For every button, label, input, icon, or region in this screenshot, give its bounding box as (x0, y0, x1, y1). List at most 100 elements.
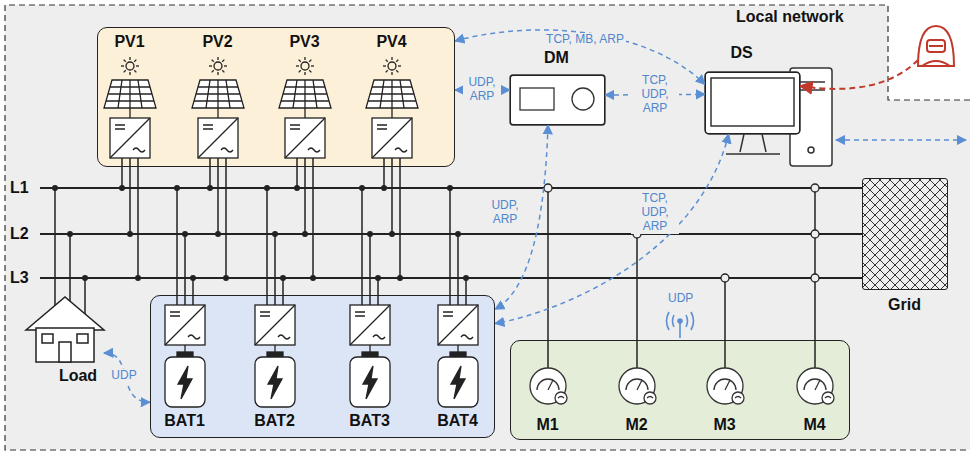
junction-dot (367, 231, 373, 237)
junction-dot (135, 275, 141, 281)
circle-stroke (214, 62, 222, 70)
line-stroke (165, 305, 205, 345)
current-sensor (811, 230, 819, 238)
junction-dot (264, 185, 270, 191)
meter-icon (707, 368, 744, 404)
junction-dot (82, 275, 88, 281)
rect-stroke (285, 118, 325, 158)
line-stroke (212, 70, 214, 72)
grid-hatch (862, 178, 948, 290)
line-stroke (396, 70, 398, 72)
line-stroke (222, 70, 224, 72)
path-stroke (443, 312, 473, 339)
bus-label: L3 (10, 269, 29, 287)
line-stroke (304, 158, 306, 234)
line-stroke (725, 380, 730, 390)
polygon-stroke (366, 80, 418, 108)
junction-dot (310, 275, 316, 281)
network-region (5, 5, 970, 450)
rect-stroke (450, 352, 466, 357)
path-stroke (115, 125, 145, 152)
line-stroke (377, 278, 379, 305)
line-stroke (350, 305, 390, 345)
node-label: Grid (888, 296, 921, 314)
line-stroke (391, 57, 392, 60)
path-stroke (626, 379, 648, 390)
path-stroke (178, 366, 192, 399)
path-stroke (377, 125, 407, 152)
rect-stroke (372, 118, 412, 158)
junction-dot (463, 275, 469, 281)
line-stroke (184, 345, 185, 352)
line-stroke (217, 72, 218, 75)
line-stroke (224, 65, 227, 66)
current-sensor (811, 184, 819, 192)
path-stroke (735, 397, 741, 399)
node-label: BAT1 (164, 412, 205, 430)
protocol-link (104, 353, 150, 402)
circle-stroke (388, 62, 396, 70)
junction-dot (223, 275, 229, 281)
path-stroke (268, 366, 282, 399)
junction-dot (302, 231, 308, 237)
line-stroke (449, 188, 451, 305)
bus-label: L1 (10, 179, 29, 197)
line-stroke (110, 118, 150, 158)
line-stroke (815, 380, 820, 390)
line-stroke (212, 60, 214, 62)
line-stroke (293, 80, 297, 108)
pv-unit (104, 57, 156, 158)
line-stroke (369, 234, 371, 305)
rect-stroke (165, 357, 205, 407)
line-stroke (361, 188, 363, 305)
line-stroke (136, 65, 139, 66)
pv-unit (279, 57, 331, 158)
bus-label: L2 (10, 225, 29, 243)
rect-stroke (438, 305, 478, 345)
line-stroke (637, 380, 642, 390)
junction-dot (207, 185, 213, 191)
path-stroke (203, 125, 233, 152)
line-stroke (209, 65, 212, 66)
bat-group-fill (150, 295, 495, 438)
meter-group: M1M2M3M4 (510, 340, 850, 440)
pv-unit (192, 57, 244, 158)
line-stroke (299, 60, 301, 62)
line-stroke (225, 158, 227, 278)
protocol-label: UDP (668, 292, 693, 305)
device-manager: DM (510, 75, 605, 125)
line-stroke (138, 80, 142, 108)
line-stroke (457, 345, 458, 352)
line-stroke (372, 118, 412, 158)
path-stroke (170, 312, 200, 339)
bus-lines (40, 188, 862, 278)
circle-stroke (530, 368, 566, 404)
line-stroke (255, 305, 295, 345)
line-stroke (391, 158, 393, 234)
line-stroke (304, 108, 305, 118)
battery-unit (350, 305, 390, 407)
battery-unit (165, 305, 205, 407)
junction-dot (182, 231, 188, 237)
edge-label: UDP, ARP (486, 199, 524, 227)
line-stroke (309, 70, 311, 72)
line-stroke (313, 80, 317, 108)
line-stroke (369, 345, 370, 352)
line-stroke (282, 278, 284, 305)
polygon-stroke (192, 80, 244, 108)
edge-label: TCP, MB, ARP (544, 33, 626, 47)
junction-dot (294, 185, 300, 191)
circle-stroke (822, 392, 834, 404)
line-stroke (217, 80, 218, 108)
line-stroke (380, 80, 384, 108)
junction-dot (381, 185, 387, 191)
node-label: M4 (803, 416, 825, 434)
line-stroke (296, 158, 298, 188)
line-stroke (209, 158, 211, 188)
line-stroke (129, 108, 130, 118)
line-stroke (129, 72, 130, 75)
line-stroke (309, 60, 311, 62)
junction-dot (272, 231, 278, 237)
